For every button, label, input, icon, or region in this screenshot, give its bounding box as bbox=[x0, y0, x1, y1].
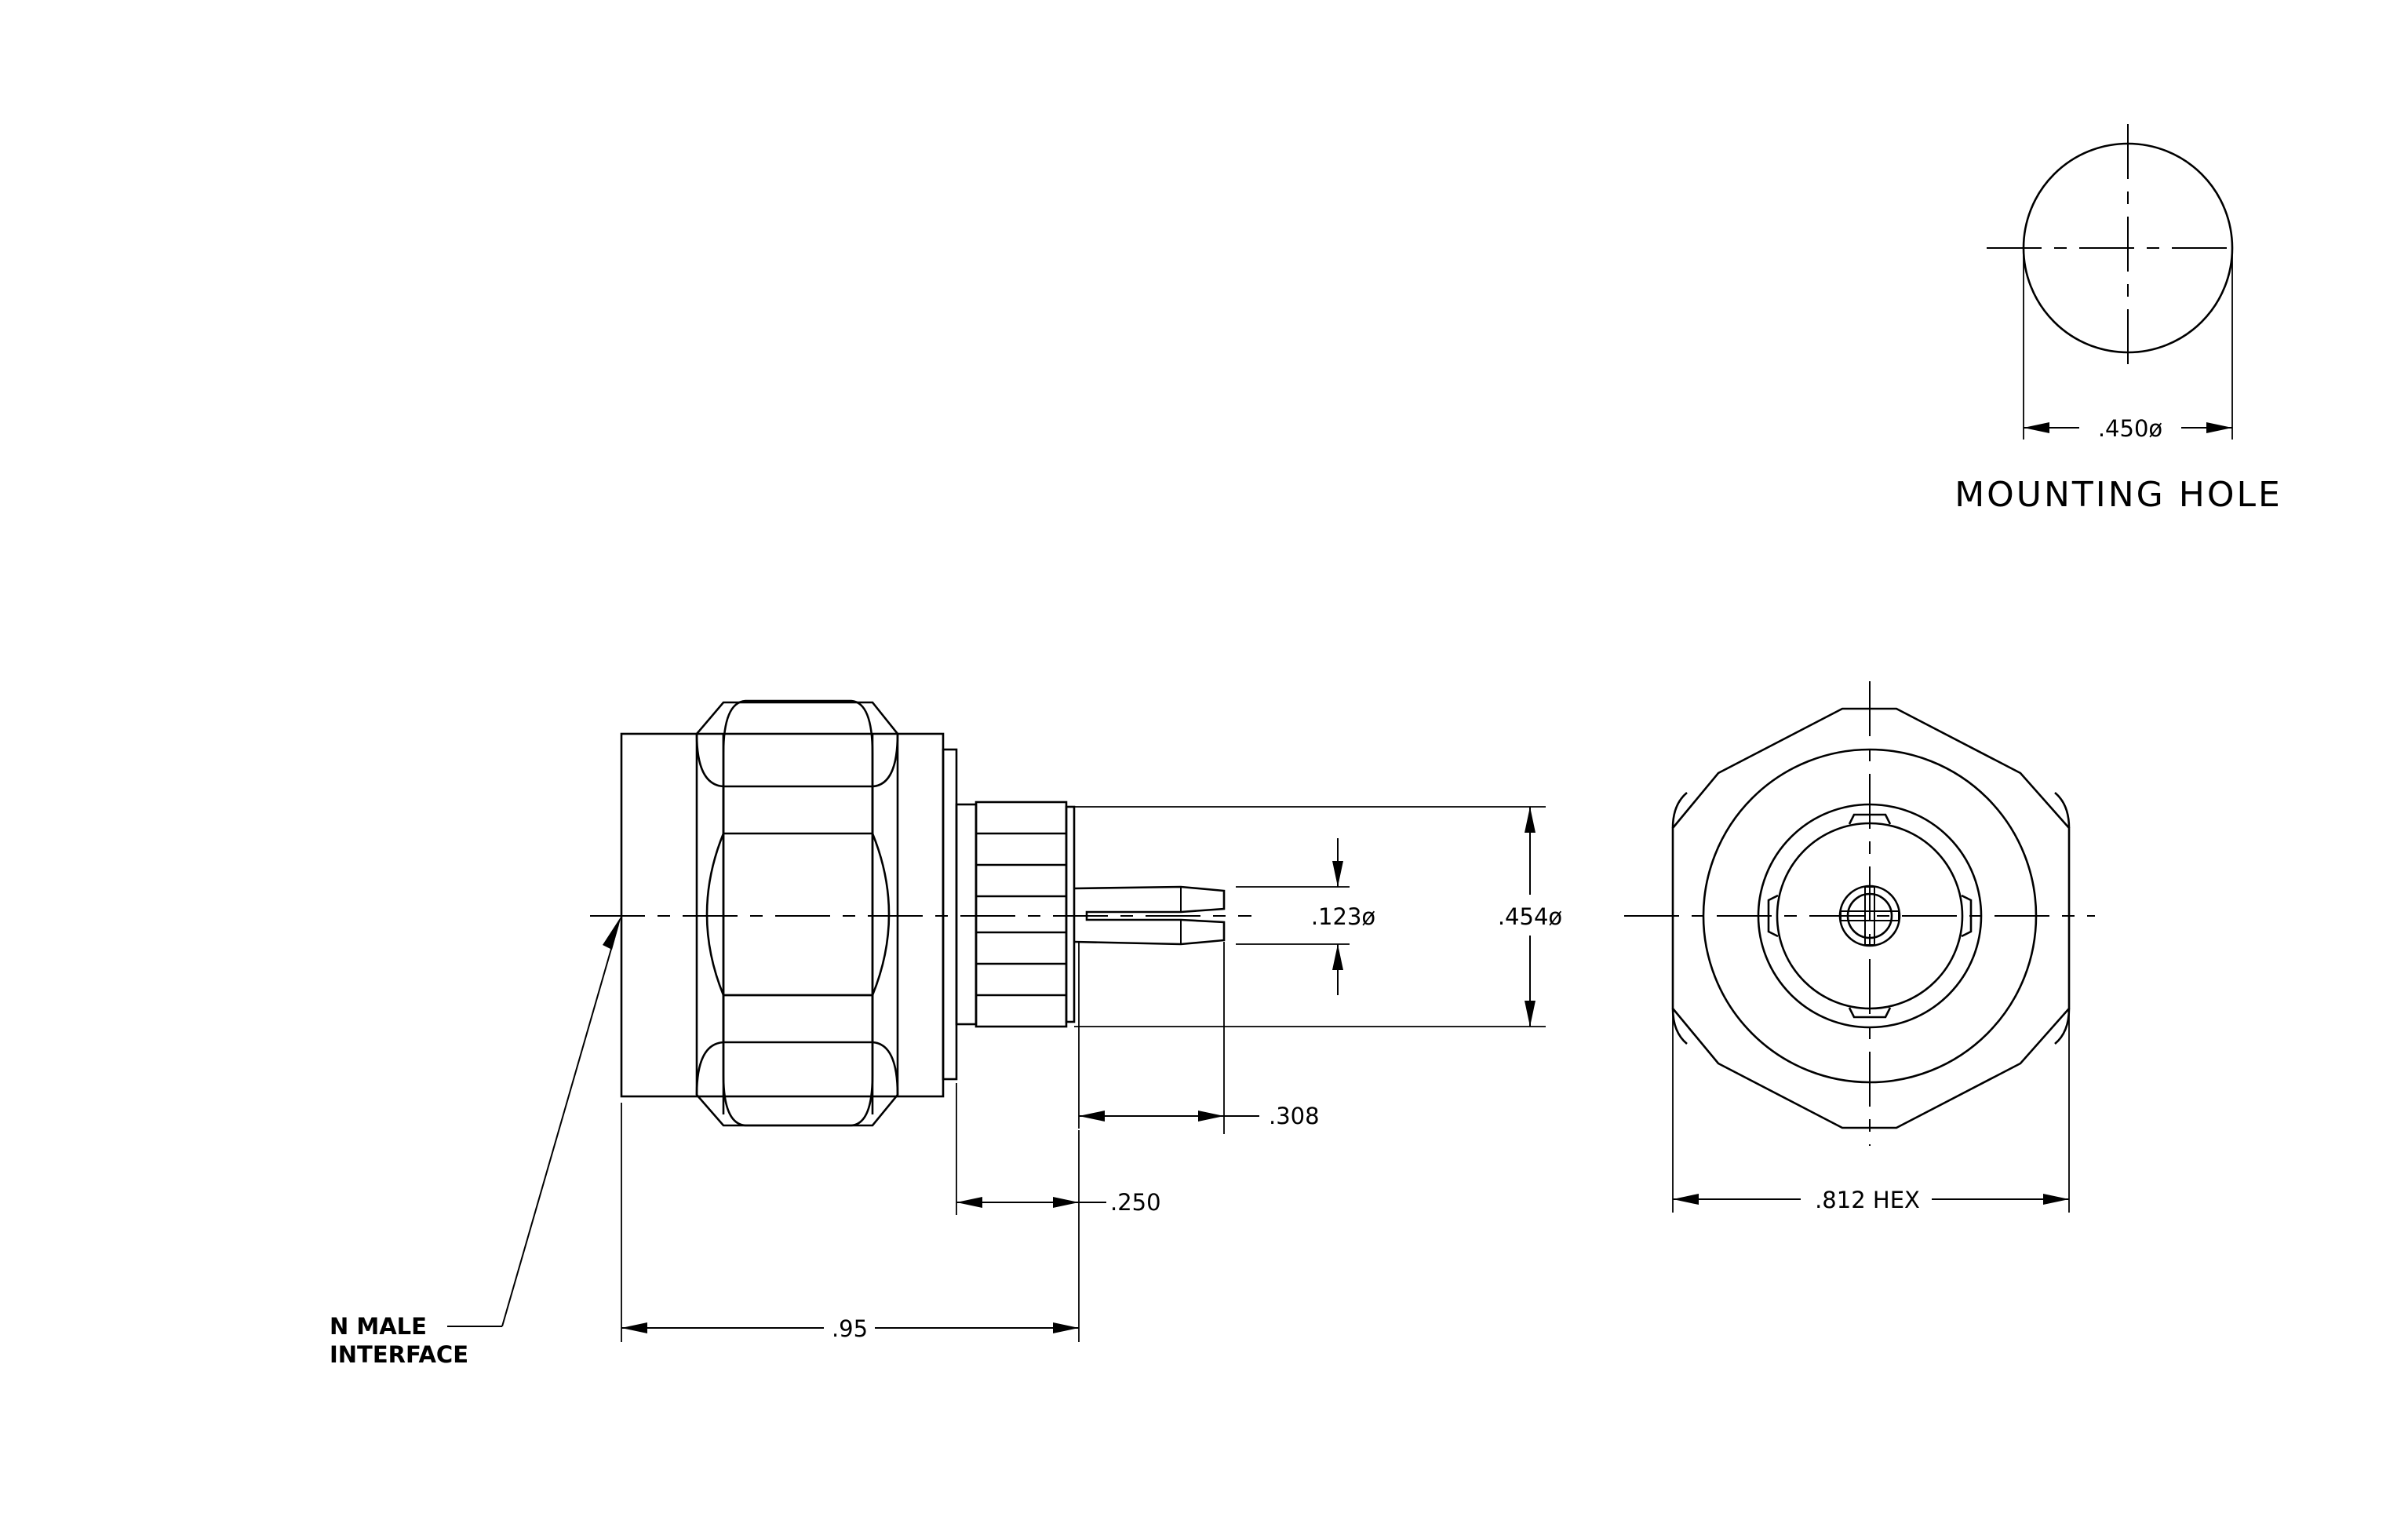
hex-corner-chamfers bbox=[1671, 792, 2071, 1045]
tab-bottom bbox=[1848, 1007, 1892, 1019]
mounting-hole-diameter-label: .450ø bbox=[2098, 415, 2162, 442]
arrowhead bbox=[1525, 807, 1536, 833]
dim-body-diameter: .454ø bbox=[1498, 903, 1562, 930]
arrowhead bbox=[1053, 1197, 1079, 1208]
dim-pin-diameter: .123ø bbox=[1311, 903, 1375, 930]
mounting-hole-view: .450ø MOUNTING HOLE bbox=[1954, 124, 2282, 515]
arrowhead bbox=[956, 1197, 982, 1208]
hex-outline bbox=[1671, 707, 2071, 1129]
arrowhead bbox=[2043, 1194, 2069, 1205]
dim-pin-length: .308 bbox=[1269, 1103, 1320, 1129]
flange bbox=[942, 748, 958, 1081]
leader-line bbox=[501, 924, 619, 1327]
body-rear-lip bbox=[1065, 805, 1076, 1023]
arrowhead bbox=[1332, 944, 1343, 970]
dim-overall-length: .95 bbox=[832, 1315, 868, 1342]
arrowhead bbox=[1525, 1001, 1536, 1027]
hex-bottom-lobe-top bbox=[695, 1041, 899, 1096]
hex-middle-face-arcs bbox=[705, 833, 891, 996]
arrowhead bbox=[2024, 422, 2049, 433]
hex-top-lobe-bottom bbox=[695, 733, 899, 788]
hex-nut-outline bbox=[722, 699, 874, 1127]
dim-hex: .812 HEX bbox=[1815, 1187, 1920, 1213]
arrowhead bbox=[2206, 422, 2232, 433]
arrowhead bbox=[621, 1322, 647, 1333]
mounting-hole-title: MOUNTING HOLE bbox=[1954, 475, 2282, 515]
dim-rear-length: .250 bbox=[1110, 1189, 1161, 1216]
knurled-body bbox=[974, 801, 1068, 1028]
interface-note-line1: N MALE bbox=[330, 1313, 427, 1340]
arrowhead bbox=[1053, 1322, 1079, 1333]
leader-arrowhead bbox=[603, 916, 621, 950]
hex-nut-sides bbox=[722, 734, 874, 1114]
hex-nut-profile bbox=[695, 701, 899, 1127]
end-view: .812 HEX bbox=[1624, 681, 2095, 1213]
arrowhead bbox=[1673, 1194, 1699, 1205]
arrowhead bbox=[1332, 861, 1343, 887]
interface-note-line2: INTERFACE bbox=[330, 1341, 468, 1368]
body-step bbox=[955, 803, 978, 1026]
arrowhead bbox=[1079, 1111, 1105, 1122]
arrowhead bbox=[1198, 1111, 1224, 1122]
side-view: .454ø .123ø .308 .250 .95 N MA bbox=[330, 699, 1562, 1368]
